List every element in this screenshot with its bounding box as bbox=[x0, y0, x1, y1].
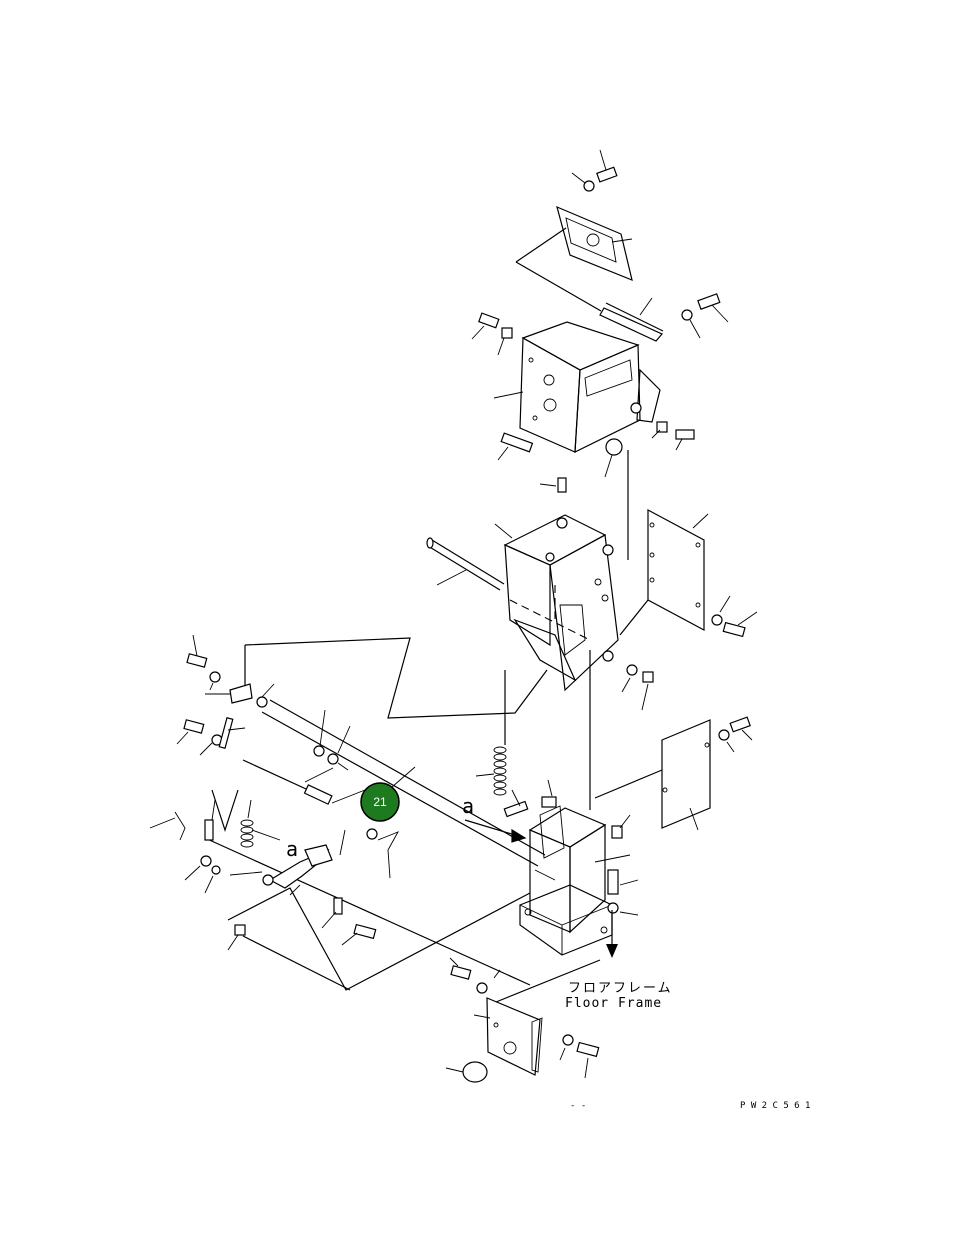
upper-stud-and-knob bbox=[497, 432, 623, 478]
right-plate-bolt bbox=[711, 595, 758, 638]
lower-pivot-bracket bbox=[176, 716, 246, 756]
pedestal-bolt bbox=[607, 869, 639, 916]
middle-control-box bbox=[494, 477, 619, 692]
small-mark: - - bbox=[570, 1101, 586, 1111]
upper-control-box bbox=[493, 321, 661, 453]
center-spring bbox=[475, 670, 507, 796]
leader-line bbox=[611, 238, 633, 243]
spring bbox=[240, 799, 281, 848]
upper-bolts-right bbox=[651, 293, 729, 451]
callout-badge-21[interactable]: 21 bbox=[360, 782, 400, 822]
callout-number[interactable]: 21 bbox=[373, 795, 387, 809]
top-cover-plate bbox=[515, 205, 664, 342]
bottom-cap bbox=[445, 1061, 488, 1083]
floor-frame-jp-label: フロアフレーム bbox=[568, 981, 673, 996]
floor-frame-arrow bbox=[606, 910, 618, 958]
long-shaft bbox=[426, 537, 505, 591]
floor-frame-en-label: Floor Frame bbox=[565, 996, 662, 1011]
callout-leader bbox=[391, 766, 416, 788]
view-a-label-left: a bbox=[286, 837, 298, 861]
middle-nut bbox=[621, 664, 654, 711]
lower-side-plate bbox=[594, 719, 711, 831]
leader-line bbox=[639, 297, 653, 316]
view-a-label-right: a bbox=[462, 794, 474, 818]
drawing-code: P W 2 C 5 6 1 bbox=[740, 1101, 810, 1111]
arrow-a-indicator bbox=[464, 819, 527, 843]
top-bolt bbox=[571, 149, 618, 192]
bottom-cover-plate bbox=[473, 959, 601, 1076]
right-side-plate bbox=[619, 508, 709, 636]
pedestal-pins bbox=[503, 779, 631, 839]
upper-bolts-left bbox=[471, 312, 513, 356]
lower-side-plate-bolt bbox=[718, 716, 753, 753]
bracket-outline bbox=[244, 637, 548, 719]
washers-pair bbox=[313, 709, 351, 765]
clevis-joint bbox=[303, 767, 366, 805]
upper-pivot-bracket bbox=[186, 634, 275, 708]
pedal-assembly bbox=[149, 789, 531, 991]
callout-circle[interactable] bbox=[360, 782, 400, 822]
bottom-cover-bolts bbox=[449, 957, 600, 1079]
